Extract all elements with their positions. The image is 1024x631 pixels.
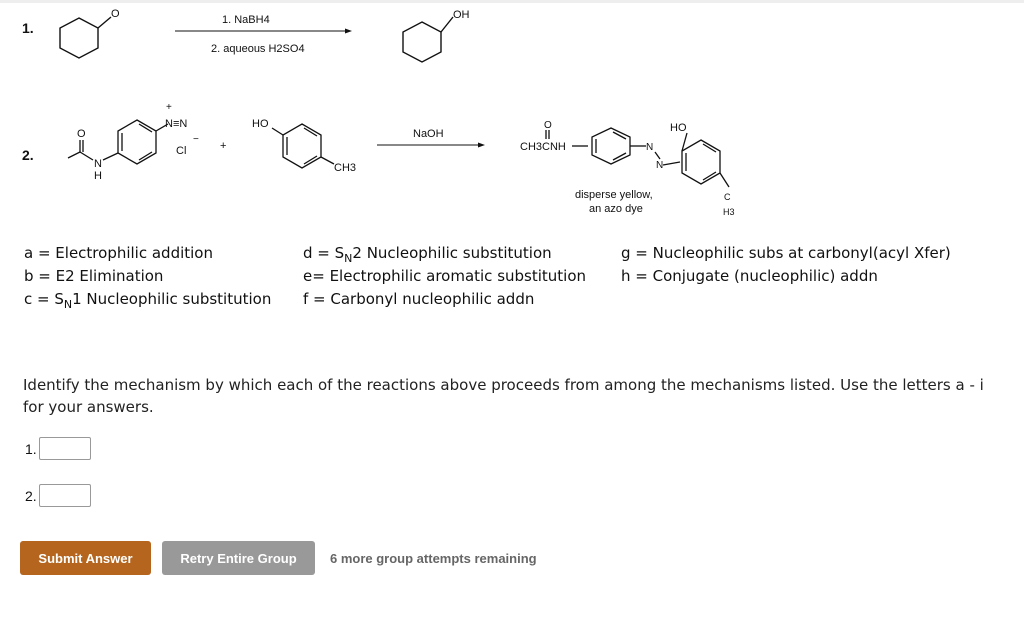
- p-cresol-structure: [271, 123, 335, 169]
- submit-answer-button[interactable]: Submit Answer: [20, 541, 151, 575]
- phenol-hydroxyl: HO: [252, 118, 269, 130]
- mechanism-a: a = Electrophilic addition: [24, 244, 213, 262]
- amide-oxygen: O: [77, 128, 86, 140]
- reaction1-number: 1.: [22, 20, 34, 36]
- chloride-ion: Cl: [176, 145, 186, 157]
- reaction2-arrow: [377, 142, 485, 148]
- dye-caption-line2: an azo dye: [589, 203, 643, 215]
- mechanism-g: g = Nucleophilic subs at carbonyl(acyl X…: [621, 244, 951, 262]
- product-methyl-h: H3: [723, 207, 735, 217]
- plus-sign: +: [220, 140, 226, 152]
- azo-nitrogen-2: N: [656, 160, 663, 171]
- mechanism-c-subscript: N: [63, 298, 73, 311]
- answer2-label: 2.: [25, 488, 37, 504]
- amide-nitrogen: N: [94, 158, 102, 170]
- diazonium-group: N≡N: [165, 118, 187, 130]
- mechanism-d-prefix: d = S: [303, 244, 345, 262]
- amide-hydrogen: H: [94, 170, 102, 182]
- mechanism-h: h = Conjugate (nucleophilic) addn: [621, 267, 878, 285]
- attempts-remaining-text: 6 more group attempts remaining: [330, 551, 537, 566]
- product-carbonyl-oxygen: O: [544, 120, 552, 131]
- mechanism-c-prefix: c = S: [24, 290, 64, 308]
- cyclohexanone-structure: [59, 16, 112, 59]
- azo-dye-structure: [545, 127, 730, 188]
- answer1-label: 1.: [25, 441, 37, 457]
- mechanism-d-subscript: N: [344, 252, 353, 265]
- reagent1-text: 1. NaBH4: [222, 14, 270, 26]
- mechanism-d-suffix: 2 Nucleophilic substitution: [352, 244, 552, 262]
- dye-caption-line1: disperse yellow,: [575, 189, 653, 201]
- mechanism-b: b = E2 Elimination: [24, 267, 164, 285]
- acetamido-group: CH3CNH: [520, 141, 566, 153]
- question-text: Identify the mechanism by which each of …: [23, 376, 984, 416]
- diazonium-structure: [67, 119, 169, 165]
- mechanism-e: e= Electrophilic aromatic substitution: [303, 267, 587, 285]
- methyl-group: CH3: [334, 162, 356, 174]
- retry-group-button[interactable]: Retry Entire Group: [162, 541, 315, 575]
- mechanism-f: f = Carbonyl nucleophilic addn: [303, 290, 535, 308]
- answer1-input[interactable]: [39, 437, 91, 460]
- mechanism-d: d = SN2 Nucleophilic substitution: [303, 244, 552, 265]
- chloride-minus-charge: −: [193, 134, 199, 145]
- reaction-scheme: O 1. NaBH4 2. aqueous H2SO4 OH O N H + N…: [59, 8, 735, 217]
- diazonium-plus-charge: +: [166, 102, 172, 113]
- product-oh-label: OH: [453, 9, 470, 21]
- reaction2-number: 2.: [22, 147, 34, 163]
- naoh-reagent: NaOH: [413, 128, 444, 140]
- product-methyl-c: C: [724, 192, 731, 202]
- mechanism-c: c = SN1 Nucleophilic substitution: [24, 290, 271, 311]
- azo-nitrogen-1: N: [646, 142, 653, 153]
- reagent2-text: 2. aqueous H2SO4: [211, 43, 305, 55]
- answer2-input[interactable]: [39, 484, 91, 507]
- product-hydroxyl: HO: [670, 122, 687, 134]
- reaction1-arrow: [175, 28, 352, 34]
- reactant-oxygen-label: O: [111, 8, 120, 20]
- top-border: [0, 0, 1024, 3]
- mechanism-c-suffix: 1 Nucleophilic substitution: [72, 290, 272, 308]
- cyclohexanol-structure: [402, 16, 454, 63]
